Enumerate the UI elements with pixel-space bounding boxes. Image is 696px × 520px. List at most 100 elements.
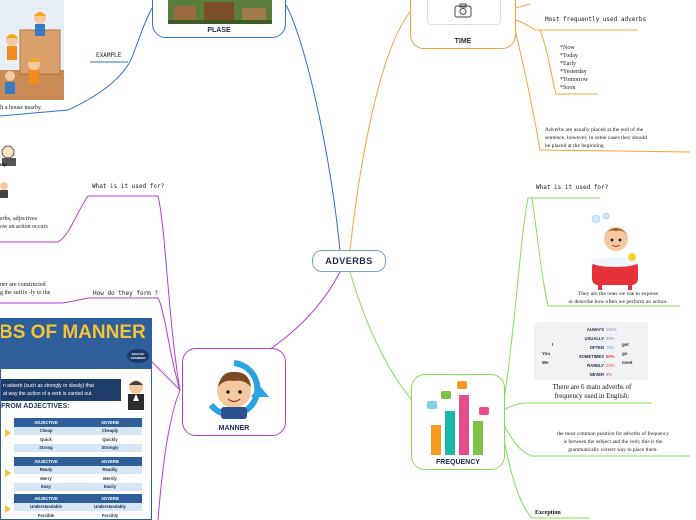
position-line-2: is between the subject and the verb; thi…	[563, 439, 663, 445]
poster-arrow-markers	[5, 429, 11, 513]
table-cell: Quick	[40, 436, 52, 442]
pronoun-column: I You We	[542, 340, 553, 367]
baby-bath-image	[591, 212, 639, 290]
position-note: the most common position for adverbs of …	[535, 430, 691, 454]
table-cell: Cheaply	[101, 428, 119, 434]
camera-icon	[454, 3, 472, 18]
pronoun: I	[552, 342, 554, 347]
subtitle-line-1: n adverb (such as strongly or slowly) th…	[3, 383, 94, 389]
frequency-percent: 0%	[606, 372, 613, 377]
express-text: They are the ones we use to express or d…	[548, 291, 688, 306]
frequency-percent: 20%	[606, 363, 615, 368]
frequency-percent: 70%	[606, 345, 615, 350]
most-frequent-label[interactable]: Most frequently used adverbs	[545, 16, 647, 23]
character-image	[0, 145, 16, 198]
example-sentence: lt a house nearby.	[0, 105, 42, 111]
list-item: *Tomorrow	[560, 77, 589, 83]
list-item: *Now	[560, 45, 575, 51]
list-item: *Today	[560, 53, 578, 59]
table-header-adjective: ADJECTIVE	[34, 495, 58, 501]
construction-workers-image	[0, 0, 64, 100]
topic-frequency[interactable]: FREQUENCY	[411, 374, 505, 470]
bar-chart-icon	[427, 381, 489, 455]
express-line-1: They are the ones we use to express	[577, 291, 659, 297]
teacher-icon	[128, 380, 144, 410]
placement-line-2: sentence, however, in some cases they sh…	[545, 135, 647, 141]
topic-manner-label: MANNER	[218, 425, 250, 432]
poster-header	[1, 319, 151, 369]
topic-place[interactable]: PLASE	[152, 0, 286, 38]
table-cell: Easy	[41, 484, 51, 490]
how-formed-line-1: ner are constructed	[0, 282, 46, 288]
frequency-word: NEVER	[589, 372, 604, 377]
poster-title: BS OF MANNER	[0, 322, 146, 343]
verb: get	[622, 342, 629, 347]
table-cell: Ready	[39, 467, 53, 473]
six-adverbs-text: There are 6 main adverbs of frequency us…	[536, 383, 648, 401]
placement-note: Adverbs are usually placed at the end of…	[545, 126, 695, 150]
table-cell: Quickly	[102, 436, 118, 442]
list-item: *Yesterday	[560, 69, 587, 75]
badge-line-2: GRAMMAR	[130, 356, 146, 360]
table-header-adverb: ADVERB	[101, 495, 119, 501]
what-used-line-1: erbs, adjectives	[0, 216, 37, 222]
table-cell: Understandable	[30, 504, 62, 510]
verb: meet	[622, 360, 633, 365]
list-item: *Early	[560, 61, 576, 67]
verb: go	[622, 351, 628, 356]
what-used-label-left[interactable]: What is it used for?	[92, 183, 165, 190]
table-cell: Strongly	[101, 445, 119, 451]
subtitle-line-2: at way the action of a verb is carried o…	[3, 391, 93, 397]
frequency-percent: 100%	[606, 327, 617, 332]
pronoun: You	[542, 351, 551, 356]
table-cell: Strong	[39, 445, 53, 451]
six-adverbs-line-1: There are 6 main adverbs of	[552, 383, 632, 391]
table-cell: Understandably	[94, 504, 126, 510]
manner-table-3: ADJECTIVE ADVERB Understandable Understand…	[14, 494, 142, 519]
character-caption: mp	[0, 163, 7, 168]
what-used-line-2: ow an action occurs	[0, 224, 48, 230]
central-topic-adverbs[interactable]: ADVERBS	[312, 250, 386, 272]
table-header-adjective: ADJECTIVE	[34, 458, 58, 464]
placement-line-1: Adverbs are usually placed at the end of…	[545, 127, 644, 133]
poster-badge: ENGLISH GRAMMAR	[127, 349, 149, 363]
list-item: *Soon	[560, 85, 576, 91]
frequency-word: RARELY	[587, 363, 604, 368]
topic-frequency-label: FREQUENCY	[436, 459, 480, 466]
frequency-percent: 90%	[606, 336, 615, 341]
adverbs-of-manner-poster: BS OF MANNER ENGLISH GRAMMAR n adverb (s…	[0, 318, 152, 520]
what-used-label-right[interactable]: What is it used for?	[536, 184, 609, 191]
table-cell: Forcibly	[101, 512, 119, 518]
frequency-word: ALWAYS	[586, 327, 604, 332]
table-cell: Readily	[102, 467, 118, 473]
frequency-word: OFTEN	[589, 345, 604, 350]
frequency-percent: 50%	[606, 354, 615, 359]
place-image	[168, 0, 272, 24]
central-topic-label: ADVERBS	[325, 256, 373, 266]
table-cell: Merry	[40, 475, 52, 481]
how-formed-label[interactable]: How do they form ?	[93, 290, 159, 297]
placement-line-3: be placed at the beginning.	[545, 143, 606, 149]
topic-place-label: PLASE	[207, 27, 231, 34]
example-label[interactable]: EXAMPLE	[96, 52, 122, 59]
topic-time[interactable]: TIME	[410, 0, 516, 49]
how-formed-line-2: g the suffix -ly to the	[0, 290, 51, 296]
position-line-1: the most common position for adverbs of …	[557, 431, 669, 437]
topic-manner[interactable]: MANNER	[182, 348, 286, 436]
table-cell: Cheap	[39, 428, 53, 434]
frequency-word: USUALLY	[584, 336, 604, 341]
exception-label[interactable]: Exception	[535, 510, 561, 516]
how-formed-text: ner are constructed g the suffix -ly to …	[0, 281, 62, 297]
what-used-text-left: erbs, adjectives ow an action occurs	[0, 215, 60, 231]
pronoun: We	[542, 360, 549, 365]
table-cell: Easily	[103, 484, 117, 490]
position-line-3: grammatically correct way to place them.	[568, 447, 658, 453]
